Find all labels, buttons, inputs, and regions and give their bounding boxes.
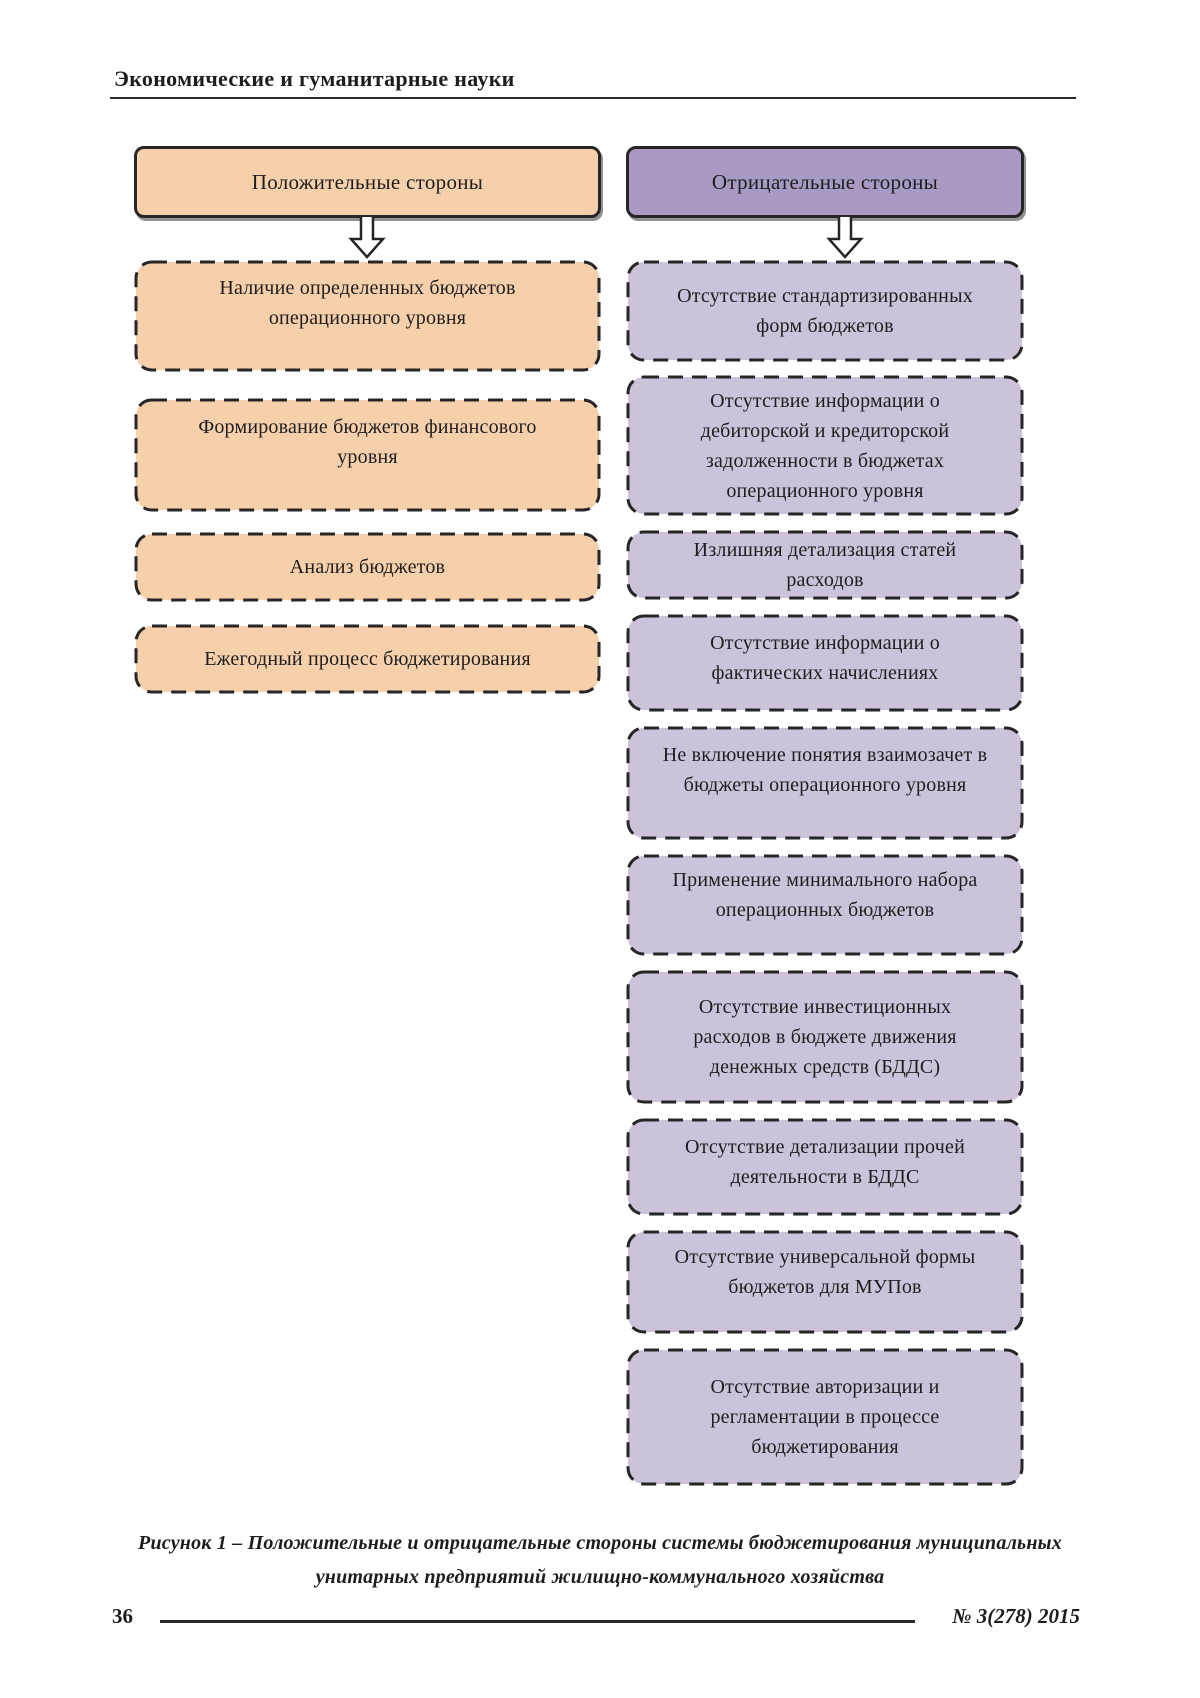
- positive-item-box: Ежегодный процесс бюджетирования: [134, 624, 601, 694]
- figure-caption-line1: Рисунок 1 – Положительные и отрицательны…: [138, 1532, 1062, 1554]
- negative-item-box-label: Отсутствие стандартизированных форм бюдж…: [677, 285, 973, 337]
- header-rule: [110, 97, 1076, 99]
- dashed-frame: [626, 1118, 1024, 1216]
- negative-item-box-label: Отсутствие детализации прочей деятельнос…: [685, 1136, 965, 1188]
- dashed-frame: [134, 260, 601, 372]
- dashed-frame: [626, 530, 1024, 600]
- positive-item-box: Наличие определенных бюджетов операционн…: [134, 260, 601, 372]
- dashed-frame: [626, 726, 1024, 840]
- dashed-frame: [626, 614, 1024, 712]
- dashed-frame: [626, 854, 1024, 956]
- dashed-frame: [134, 532, 601, 602]
- dashed-frame: [134, 624, 601, 694]
- journal-issue: № 3(278) 2015: [952, 1604, 1080, 1628]
- figure-caption-line2: унитарных предприятий жилищно-коммунальн…: [315, 1566, 885, 1588]
- negative-item-box: Применение минимального набора операцион…: [626, 854, 1024, 956]
- dashed-frame: [626, 260, 1024, 362]
- positive-item-box-label: Формирование бюджетов финансового уровня: [198, 416, 537, 468]
- negative-item-box-label: Излишняя детализация статей расходов: [693, 539, 957, 591]
- figure-diagram: Положительные стороны Наличие определенн…: [134, 146, 1024, 1486]
- positive-item-box-label: Анализ бюджетов: [289, 556, 446, 578]
- positive-title-box: Положительные стороны: [134, 146, 601, 218]
- dashed-frame: [626, 1230, 1024, 1334]
- positive-item-box-label: Ежегодный процесс бюджетирования: [204, 648, 531, 670]
- down-arrow-icon: [348, 217, 386, 259]
- dashed-frame: [626, 1348, 1024, 1486]
- negative-item-box: Отсутствие инвестиционных расходов в бюд…: [626, 970, 1024, 1104]
- negative-item-box: Отсутствие информации о дебиторской и кр…: [626, 375, 1024, 516]
- negative-item-box-label: Отсутствие информации о фактических начи…: [710, 632, 940, 684]
- negative-item-box-label: Отсутствие инвестиционных расходов в бюд…: [693, 996, 957, 1078]
- negative-item-box-label: Отсутствие авторизации и регламентации в…: [710, 1376, 940, 1458]
- footer-rule: [160, 1620, 915, 1623]
- negative-title-box: Отрицательные стороны: [626, 146, 1024, 218]
- negative-item-box: Отсутствие стандартизированных форм бюдж…: [626, 260, 1024, 362]
- dashed-frame: [134, 398, 601, 512]
- positive-item-box-label: Наличие определенных бюджетов операционн…: [219, 277, 516, 329]
- page-header-title: Экономические и гуманитарные науки: [114, 66, 515, 91]
- negative-item-box-label: Отсутствие информации о дебиторской и кр…: [700, 389, 950, 502]
- negative-item-box: Отсутствие информации о фактических начи…: [626, 614, 1024, 712]
- negative-item-box: Отсутствие авторизации и регламентации в…: [626, 1348, 1024, 1486]
- negative-item-box: Отсутствие детализации прочей деятельнос…: [626, 1118, 1024, 1216]
- page-number: 36: [112, 1604, 133, 1628]
- negative-item-box-label: Не включение понятия взаимозачет в бюдже…: [662, 744, 988, 796]
- negative-item-box-label: Отсутствие универсальной формы бюджетов …: [674, 1246, 976, 1298]
- negative-item-box: Отсутствие универсальной формы бюджетов …: [626, 1230, 1024, 1334]
- down-arrow-icon: [826, 217, 864, 259]
- negative-item-box-label: Применение минимального набора операцион…: [672, 869, 978, 921]
- positive-item-box: Анализ бюджетов: [134, 532, 601, 602]
- dashed-frame: [626, 375, 1024, 516]
- dashed-frame: [626, 970, 1024, 1104]
- figure-caption: Рисунок 1 – Положительные и отрицательны…: [60, 1526, 1140, 1594]
- positive-item-box: Формирование бюджетов финансового уровня: [134, 398, 601, 512]
- negative-item-box: Излишняя детализация статей расходов: [626, 530, 1024, 600]
- negative-item-box: Не включение понятия взаимозачет в бюдже…: [626, 726, 1024, 840]
